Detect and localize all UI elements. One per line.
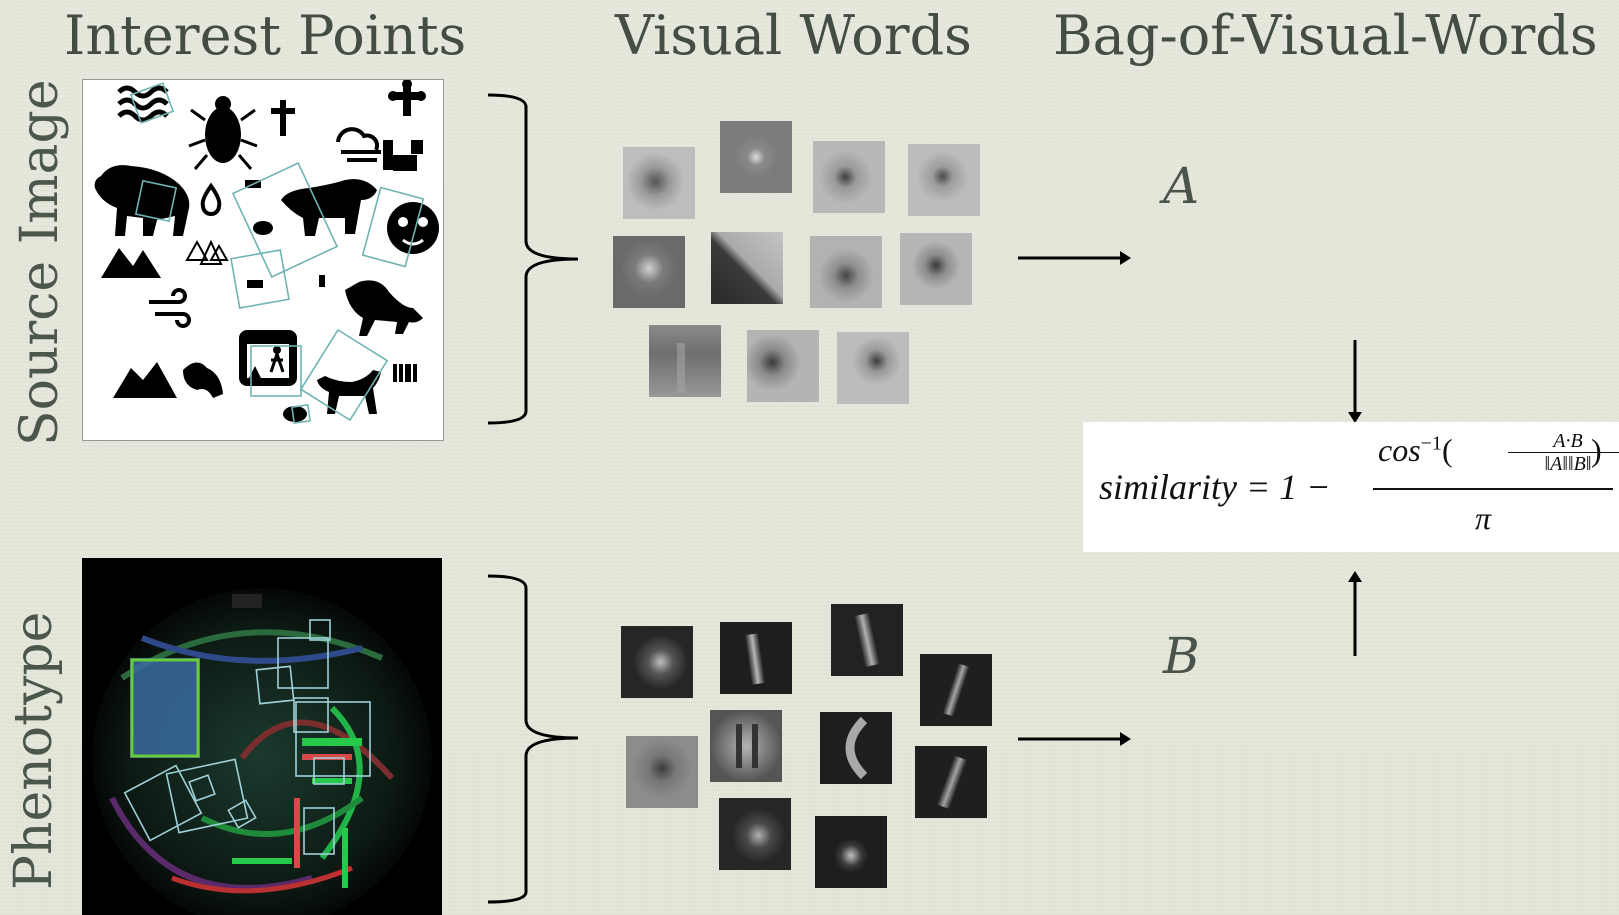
cave-sign-icon [239,330,297,386]
title-bag-of-visual-words: Bag-of-Visual-Words [1053,4,1598,67]
visual-word-patch [831,604,903,676]
wind-icon [149,288,191,328]
visual-word-patch [813,141,885,213]
elephant-icon [253,221,273,235]
phenotype-window [130,658,200,758]
formula-inner-fraction: A·B ‖A‖‖B‖ [1508,430,1619,475]
cross-icon [280,100,286,136]
formula-acos: cos [1378,432,1421,468]
row-label-phenotype: Phenotype [4,611,64,890]
visual-word-patch [920,654,992,726]
formula-inner-numerator: A·B [1553,430,1583,452]
visual-word-patch [908,144,980,216]
formula-fraction-bar [1373,488,1613,490]
tiger-icon [387,202,439,254]
visual-word-patch [613,236,685,308]
mountain-icon-2 [113,362,177,398]
visual-word-patch [915,746,987,818]
mountains-icon [101,248,161,278]
beetle-icon [188,96,258,170]
formula-open-paren: ( [1441,432,1453,468]
arrow-right-source [1018,251,1131,265]
visual-word-patch [810,236,882,308]
formula-close-paren: ) [1591,432,1602,468]
formula-numerator: cos−1( [1378,432,1453,469]
formula-inner-denominator: ‖A‖‖B‖ [1508,452,1619,475]
keypoint-boxes-phenotype [123,619,371,855]
bear-icon-2 [281,179,377,236]
source-brace [487,93,579,425]
visual-word-patch [837,332,909,404]
trees-icon [185,239,229,265]
visual-word-patch [623,147,695,219]
wind-cloud-icon [336,127,381,162]
visual-word-patch [747,330,819,402]
visual-word-patch [815,816,887,888]
formula-lhs-text: similarity = 1 − [1099,467,1331,507]
visual-word-patch [649,325,721,397]
ornate-cross-icon [388,79,426,116]
visual-word-patch [720,622,792,694]
similarity-formula: similarity = 1 − cos−1( A·B ‖A‖‖B‖ ) π [1083,422,1619,552]
arrow-right-phenotype [1018,732,1131,746]
arrow-down-to-formula [1348,340,1362,423]
source-image-silhouettes [94,79,439,424]
visual-word-patch [626,736,698,808]
phenotype-artwork [92,588,432,915]
visual-word-patch [820,712,892,784]
bars-icon [393,364,417,382]
waves-icon [117,85,169,123]
vector-a-label: A [1163,157,1200,215]
phenotype-image [82,558,442,915]
visual-word-patch [711,232,783,304]
dog-icon [317,370,381,414]
visual-word-patch [719,798,791,870]
sloth-icon [183,362,223,398]
formula-exponent: −1 [1420,432,1442,455]
keypoint-boxes [129,82,425,424]
visual-word-patch [900,233,972,305]
row-label-source-image: Source Image [10,79,70,446]
formula-denominator: π [1475,500,1492,536]
visual-word-patch [621,626,693,698]
elephant-icon-2 [283,406,307,422]
vector-b-label: B [1163,627,1200,685]
visual-word-patch [720,121,792,193]
toilet-icon [383,140,423,171]
visual-word-patch [710,710,782,782]
title-interest-points: Interest Points [64,4,467,67]
drop-icon [200,182,222,216]
wolf-icon [345,280,423,336]
title-visual-words: Visual Words [615,4,972,67]
source-image [82,79,444,441]
bear-icon [94,165,190,236]
phenotype-brace [487,574,579,904]
formula-lhs: similarity = 1 − [1099,466,1331,508]
arrow-up-to-formula [1348,571,1362,656]
